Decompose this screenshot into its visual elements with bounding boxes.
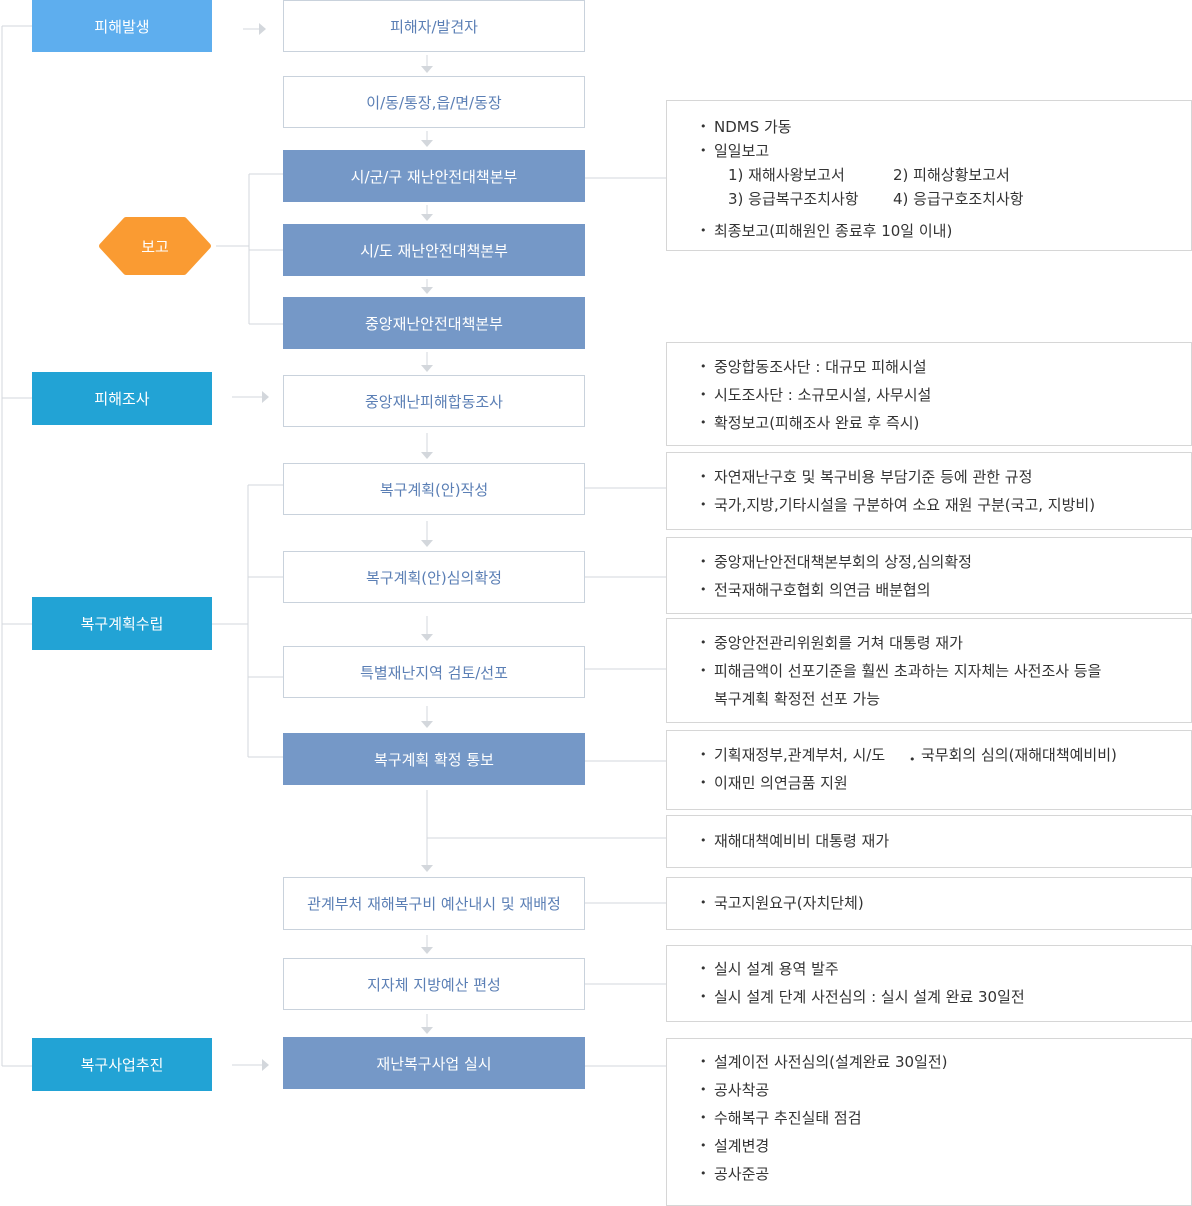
note-local-budget: 실시 설계 용역 발주 실시 설계 단계 사전심의 : 실시 설계 완료 30일… — [666, 945, 1192, 1022]
flow-box-recovery-execution: 재난복구사업 실시 — [283, 1037, 585, 1089]
report-diamond — [99, 217, 211, 275]
flow-box-label: 관계부처 재해복구비 예산내시 및 재배정 — [307, 895, 561, 913]
note-line: 설계이전 사전심의(설계완료 30일전) — [700, 1048, 1191, 1076]
arrow-down-icon — [421, 721, 433, 728]
flow-box-label: 중앙재난피해합동조사 — [364, 392, 503, 411]
flow-box-province-hq: 시/도 재난안전대책본부 — [283, 224, 585, 276]
arrow-down-icon — [421, 865, 433, 872]
flow-box-special-zone: 특별재난지역 검토/선포 — [283, 646, 585, 698]
flow-box-plan-notice: 복구계획 확정 통보 — [283, 733, 585, 785]
note-col: 1) 재해사왕보고서 — [728, 166, 845, 184]
note-hq-reporting: NDMS 가동 일일보고 1) 재해사왕보고서 2) 피해상황보고서 3) 응급복… — [666, 100, 1192, 251]
note-special-zone: 중앙안전관리위원회를 거쳐 대통령 재가 피해금액이 선포기준을 훨씬 초과하는… — [666, 618, 1192, 723]
stage-damage-survey: 피해조사 — [32, 372, 212, 425]
flow-box-label: 지자체 지방예산 편성 — [367, 975, 501, 994]
flow-box-label: 복구계획 확정 통보 — [374, 750, 494, 769]
note-plan-draft: 자연재난구호 및 복구비용 부담기준 등에 관한 규정 국가,지방,기타시설을 … — [666, 452, 1192, 530]
note-line: 실시 설계 용역 발주 — [700, 955, 1191, 983]
note-col-bulleted: •국무회의 심의(재해대책예비비) — [909, 746, 1117, 766]
note-line: 수해복구 추진실태 점검 — [700, 1104, 1191, 1132]
note-line: 공사준공 — [700, 1160, 1191, 1188]
flow-box-label: 피해자/발견자 — [390, 17, 478, 36]
flow-box-city-hq: 시/군/구 재난안전대책본부 — [283, 150, 585, 202]
note-survey: 중앙합동조사단 : 대규모 피해시설 시도조사단 : 소규모시설, 사무시설 확… — [666, 342, 1192, 446]
note-line: 실시 설계 단계 사전심의 : 실시 설계 완료 30일전 — [700, 983, 1191, 1011]
arrow-down-icon — [421, 214, 433, 221]
flow-box-label: 재난복구사업 실시 — [376, 1054, 492, 1073]
arrow-right-icon — [259, 23, 266, 35]
flow-box-plan-draft: 복구계획(안)작성 — [283, 463, 585, 515]
flow-box-label: 특별재난지역 검토/선포 — [360, 663, 508, 682]
arrow-right-icon — [262, 1059, 269, 1071]
note-line: 전국재해구호협회 의연금 배분협의 — [700, 576, 1191, 604]
flow-box-label: 시/군/구 재난안전대책본부 — [350, 167, 518, 186]
note-plan-review: 중앙재난안전대책본부회의 상정,심의확정 전국재해구호협회 의연금 배분협의 — [666, 537, 1192, 614]
note-national-support: 국고지원요구(자치단체) — [666, 877, 1192, 930]
flow-box-local-budget: 지자체 지방예산 편성 — [283, 958, 585, 1010]
stage-label: 피해발생 — [94, 17, 150, 36]
flow-box-budget-allocation: 관계부처 재해복구비 예산내시 및 재배정 — [283, 877, 585, 930]
note-col: 3) 응급복구조치사항 — [728, 190, 859, 208]
flow-box-joint-survey: 중앙재난피해합동조사 — [283, 375, 585, 427]
note-line: 국가,지방,기타시설을 구분하여 소요 재원 구분(국고, 지방비) — [700, 491, 1191, 519]
note-line: 중앙합동조사단 : 대규모 피해시설 — [700, 353, 1191, 381]
stage-damage-occurrence: 피해발생 — [32, 0, 212, 52]
note-col: 국무회의 심의(재해대책예비비) — [921, 746, 1117, 764]
note-plan-notice: 기획재정부,관계부처, 시/도 •국무회의 심의(재해대책예비비) 이재민 의연금… — [666, 730, 1192, 810]
flow-box-victim-finder: 피해자/발견자 — [283, 0, 585, 52]
flow-box-label: 중앙재난안전대책본부 — [364, 314, 503, 333]
arrow-down-icon — [421, 287, 433, 294]
note-line: 공사착공 — [700, 1076, 1191, 1104]
stage-label: 피해조사 — [94, 390, 150, 408]
note-line: 국고지원요구(자치단체) — [700, 889, 1191, 917]
arrow-down-icon — [421, 1027, 433, 1034]
note-line: 자연재난구호 및 복구비용 부담기준 등에 관한 규정 — [700, 463, 1191, 491]
note-line: NDMS 가동 — [700, 113, 1191, 141]
stage-recovery-planning: 복구계획수립 — [32, 597, 212, 650]
note-line: 재해대책예비비 대통령 재가 — [700, 827, 1191, 855]
note-line: 최종보고(피해원인 종료후 10일 이내) — [700, 217, 1191, 245]
arrow-down-icon — [421, 452, 433, 459]
note-line: 중앙재난안전대책본부회의 상정,심의확정 — [700, 548, 1191, 576]
flow-box-central-hq: 중앙재난안전대책본부 — [283, 297, 585, 349]
note-line: 기획재정부,관계부처, 시/도 •국무회의 심의(재해대책예비비) — [700, 741, 1191, 769]
flow-box-label: 복구계획(안)심의확정 — [366, 568, 502, 587]
flow-box-label: 복구계획(안)작성 — [379, 480, 489, 499]
arrow-down-icon — [421, 365, 433, 372]
note-reserve-approval: 재해대책예비비 대통령 재가 — [666, 815, 1192, 868]
arrow-down-icon — [421, 947, 433, 954]
note-line: 일일보고 — [700, 137, 1191, 165]
note-line: 중앙안전관리위원회를 거쳐 대통령 재가 — [700, 629, 1191, 657]
arrow-down-icon — [421, 634, 433, 641]
arrow-right-icon — [262, 391, 269, 403]
note-line: 3) 응급복구조치사항 4) 응급구호조치사항 — [714, 185, 1191, 213]
note-col: 4) 응급구호조치사항 — [893, 190, 1024, 208]
note-line: 1) 재해사왕보고서 2) 피해상황보고서 — [714, 161, 1191, 189]
note-line: 복구계획 확정전 선포 가능 — [714, 690, 881, 708]
note-line: 설계변경 — [700, 1132, 1191, 1160]
stage-label: 복구계획수립 — [80, 615, 164, 633]
note-col: 기획재정부,관계부처, 시/도 — [714, 746, 886, 764]
note-line: 이재민 의연금품 지원 — [700, 769, 1191, 797]
note-line: 피해금액이 선포기준을 훨씬 초과하는 지자체는 사전조사 등을 — [700, 657, 1191, 685]
flow-box-plan-review: 복구계획(안)심의확정 — [283, 551, 585, 603]
note-line: 확정보고(피해조사 완료 후 즉시) — [700, 409, 1191, 437]
note-col: 2) 피해상황보고서 — [893, 166, 1010, 184]
flow-box-label: 시/도 재난안전대책본부 — [360, 241, 508, 260]
arrow-down-icon — [421, 540, 433, 547]
flow-box-label: 이/동/통장,읍/면/동장 — [366, 93, 502, 112]
report-label: 보고 — [141, 237, 169, 256]
report-diamond-label-wrap: 보고 — [94, 216, 216, 276]
flow-box-village-heads: 이/동/통장,읍/면/동장 — [283, 76, 585, 128]
stage-label: 복구사업추진 — [80, 1056, 164, 1074]
arrow-down-icon — [421, 140, 433, 147]
note-recovery-execution: 설계이전 사전심의(설계완료 30일전) 공사착공 수해복구 추진실태 점검 설… — [666, 1038, 1192, 1206]
note-line: 시도조사단 : 소규모시설, 사무시설 — [700, 381, 1191, 409]
stage-recovery-project: 복구사업추진 — [32, 1038, 212, 1091]
arrow-down-icon — [421, 66, 433, 73]
